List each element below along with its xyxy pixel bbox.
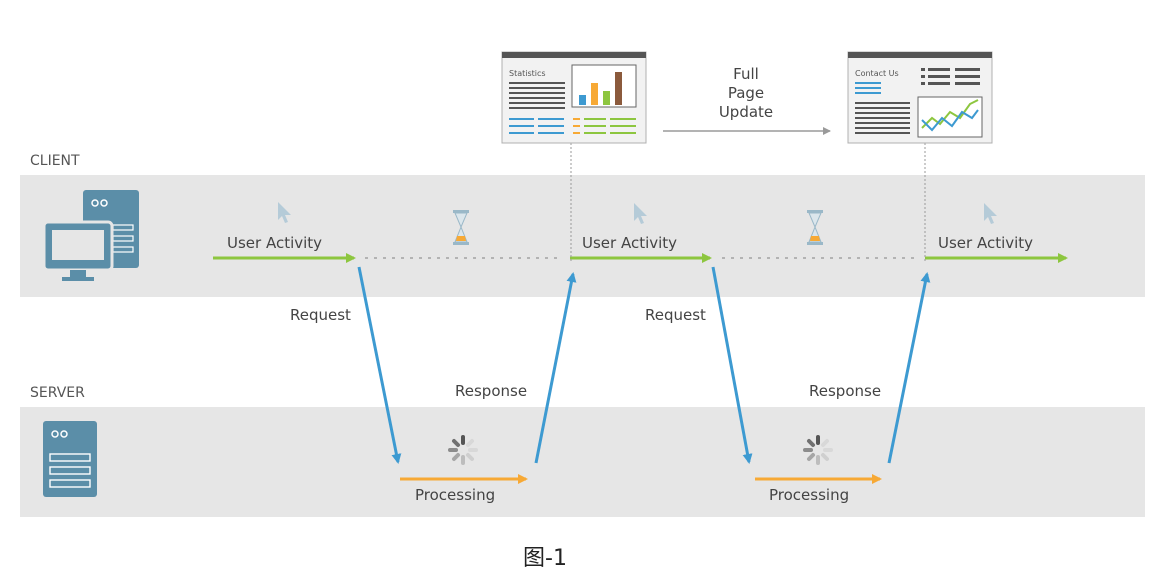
request-label-1: Request [290, 306, 351, 324]
response-label-2: Response [809, 382, 881, 400]
spinner-icon [448, 435, 478, 465]
client-lane-label: CLIENT [30, 153, 80, 169]
user-activity-label-1: User Activity [227, 234, 322, 252]
processing-label-1: Processing [415, 486, 495, 504]
request-label-2: Request [645, 306, 706, 324]
hourglass-icon [453, 210, 469, 245]
statistics-page-thumbnail: Statistics [501, 51, 647, 144]
contact-page-title: Contact Us [855, 69, 899, 78]
spinner-icon [803, 435, 833, 465]
full-page-update-line-2: Page [728, 84, 764, 102]
contact-page-thumbnail: Contact Us [847, 51, 993, 144]
server-lane-band [20, 407, 1145, 517]
full-page-update-line-3: Update [719, 103, 773, 121]
response-arrow-2 [887, 272, 931, 464]
server-icon [43, 421, 97, 497]
hourglass-icon [807, 210, 823, 245]
user-activity-label-3: User Activity [938, 234, 1033, 252]
figure-caption: 图-1 [523, 546, 567, 571]
cursor-icon [278, 202, 291, 223]
client-computer-icon [42, 190, 139, 281]
response-label-1: Response [455, 382, 527, 400]
request-arrow-1 [357, 266, 402, 464]
client-lane-band [20, 175, 1145, 297]
processing-label-2: Processing [769, 486, 849, 504]
user-activity-label-2: User Activity [582, 234, 677, 252]
request-arrow-2 [711, 266, 753, 464]
response-arrow-1 [534, 272, 577, 464]
full-page-update-line-1: Full [733, 65, 759, 83]
cursor-icon [634, 203, 647, 224]
cursor-icon [984, 203, 997, 224]
server-lane-label: SERVER [30, 385, 85, 401]
statistics-page-title: Statistics [509, 69, 546, 78]
